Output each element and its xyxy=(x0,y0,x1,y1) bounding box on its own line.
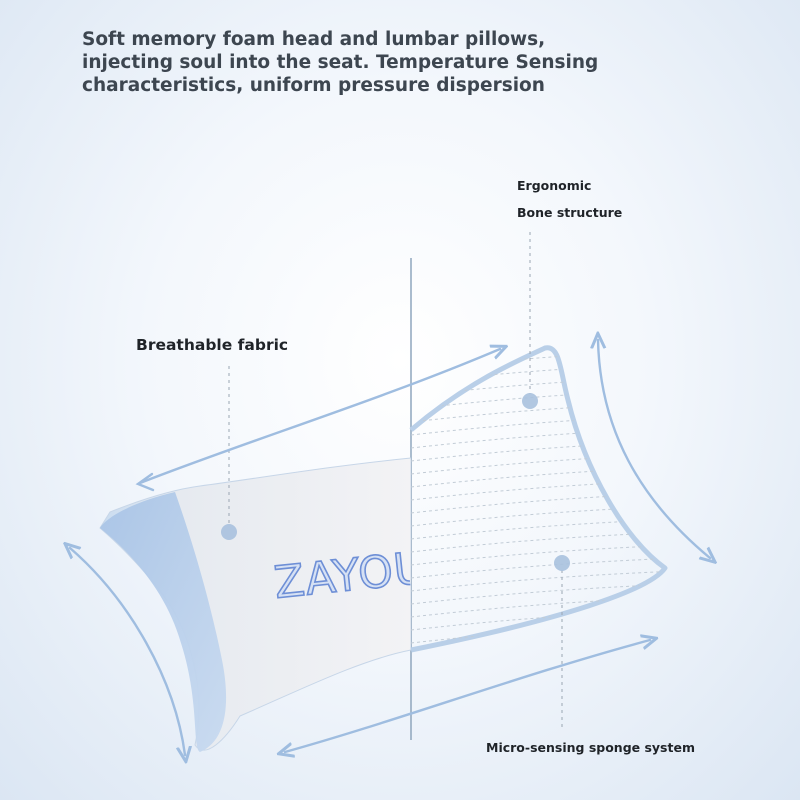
ergonomic-label: Ergonomic xyxy=(517,178,592,193)
hatch-line xyxy=(411,479,665,501)
pillow-photo xyxy=(99,457,411,752)
micro-sensing-marker-dot xyxy=(554,555,570,571)
arrow-left-curve xyxy=(70,548,185,755)
pillow-contour-outline xyxy=(409,345,668,653)
hatch-line xyxy=(411,362,665,384)
hatch-line xyxy=(411,518,665,540)
breathable-marker-dot xyxy=(221,524,237,540)
hatch-line xyxy=(411,557,665,579)
hatch-line xyxy=(411,401,665,423)
hatch-line xyxy=(411,414,665,436)
contour-hatching xyxy=(411,349,665,644)
ergonomic-marker-dot xyxy=(522,393,538,409)
hatch-line xyxy=(411,466,665,488)
bone-structure-label: Bone structure xyxy=(517,205,623,220)
headline-line-2: injecting soul into the seat. Temperatur… xyxy=(82,52,599,73)
hatch-line xyxy=(411,453,665,475)
micro-sensing-label: Micro-sensing sponge system xyxy=(486,740,695,755)
hatch-line xyxy=(411,375,665,397)
hatch-line xyxy=(411,427,665,449)
hatch-line xyxy=(411,505,665,527)
arrow-top-left-head xyxy=(135,472,155,492)
hatch-line xyxy=(411,440,665,462)
hatch-line xyxy=(411,596,665,618)
hatch-line xyxy=(411,349,665,371)
arrow-right-curve xyxy=(598,340,710,558)
arrow-top-right xyxy=(138,349,500,485)
arrow-bottom xyxy=(285,640,650,752)
headline-line-1: Soft memory foam head and lumbar pillows… xyxy=(82,29,546,50)
headline-line-3: characteristics, uniform pressure disper… xyxy=(82,75,545,96)
breathable-fabric-label: Breathable fabric xyxy=(136,336,289,354)
headline: Soft memory foam head and lumbar pillows… xyxy=(82,28,722,97)
hatch-line xyxy=(411,492,665,514)
